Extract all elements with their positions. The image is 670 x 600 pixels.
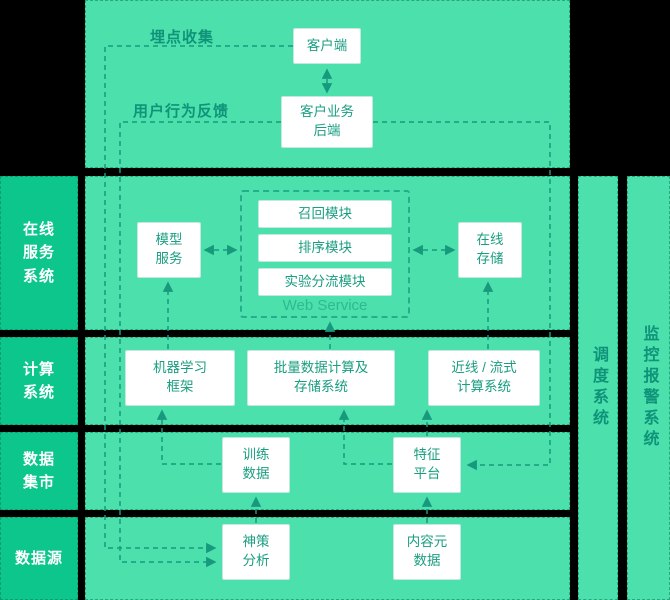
content-metadata-box: 内容元 数据 — [393, 524, 461, 580]
client-box: 客户端 — [293, 28, 361, 64]
scheduling-system-label: 调度系统 — [590, 346, 607, 430]
web-service-label: Web Service — [282, 297, 368, 314]
sensors-analytics-box: 神策 分析 — [222, 524, 290, 580]
row-label-compute-system: 计算 系统 — [0, 337, 78, 425]
recall-module-box: 召回模块 — [258, 200, 392, 228]
customer-backend-box: 客户业务 后端 — [281, 96, 373, 148]
experiment-split-module-box: 实验分流模块 — [258, 268, 392, 296]
ml-framework-box: 机器学习 框架 — [125, 350, 235, 406]
monitoring-alert-system-label: 监控报警系统 — [640, 325, 658, 451]
web-service-container — [240, 190, 410, 318]
scheduling-system-bar: 调度系统 — [578, 176, 618, 600]
panel-data-mart — [85, 432, 570, 510]
tracking-collection-label: 埋点收集 — [150, 29, 215, 46]
feature-platform-box: 特征 平台 — [393, 437, 461, 493]
batch-compute-storage-box: 批量数据计算及 存储系统 — [247, 350, 395, 406]
training-data-box: 训练 数据 — [222, 437, 290, 493]
row-label-data-mart: 数据 集市 — [0, 432, 78, 510]
nearline-streaming-box: 近线 / 流式 计算系统 — [428, 350, 540, 406]
user-behavior-feedback-label: 用户行为反馈 — [133, 103, 230, 120]
ranking-module-box: 排序模块 — [258, 234, 392, 262]
monitoring-alert-system-bar: 监控报警系统 — [627, 176, 670, 600]
online-storage-box: 在线 存储 — [458, 222, 522, 278]
model-service-box: 模型 服务 — [137, 222, 201, 278]
panel-data-source — [85, 517, 570, 600]
row-label-online-service-system: 在线 服务 系统 — [0, 176, 78, 330]
row-label-data-source: 数据源 — [0, 517, 78, 600]
